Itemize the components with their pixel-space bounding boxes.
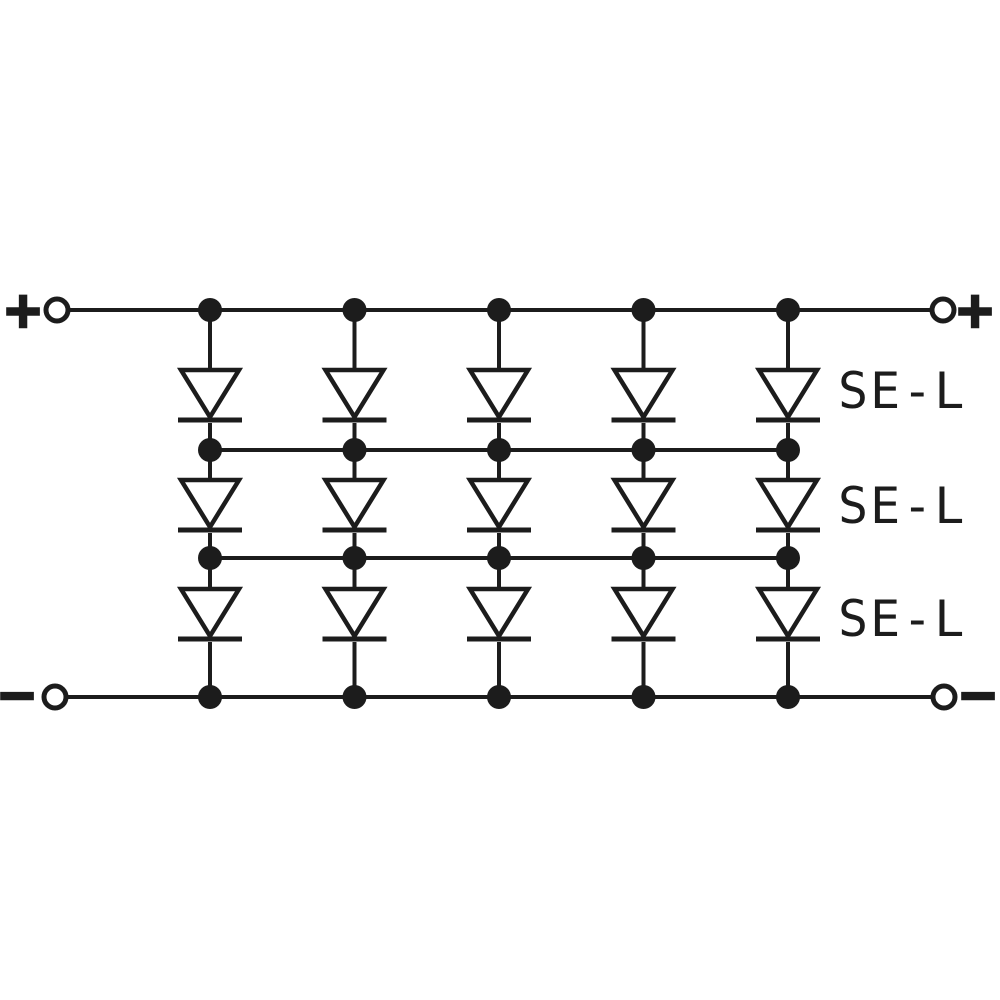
diode-r1-c3 [467,370,531,420]
diode-r3-c5 [756,589,820,639]
junction-dot-n1-c4 [631,298,656,322]
diode-r3-c4 [612,589,676,639]
terminal-node-top-right [929,296,957,324]
plus-sign-top-right: + [957,275,993,345]
diode-r3-c3 [467,589,531,639]
junction-dot-n3-c4 [631,546,656,570]
diode-r1-c5 [756,370,820,420]
row-labels-layer: SE-L SE-L SE-L [838,362,966,648]
junction-dot-n4-c3 [487,685,511,709]
plus-sign-top-left: + [5,275,41,345]
junction-dot-n2-c4 [631,438,656,462]
junction-dot-n1-c2 [342,298,367,322]
minus-sign-bottom-left: − [0,660,35,730]
row-label-2: SE-L [838,477,966,535]
junction-dot-n2-c1 [198,438,222,462]
diode-r3-c1 [178,589,242,639]
diode-r2-c4 [612,480,676,530]
diode-r2-c5 [756,480,820,530]
junction-dot-n2-c5 [776,438,800,462]
junction-dots-layer [198,298,800,709]
junction-dot-n3-c3 [487,546,511,570]
diode-r2-c1 [178,480,242,530]
junction-dot-n4-c4 [631,685,656,709]
diode-r1-c4 [612,370,676,420]
junction-dot-n2-c3 [487,438,511,462]
diode-r2-c3 [467,480,531,530]
junction-dot-n1-c1 [198,298,222,322]
row-label-3: SE-L [838,590,966,648]
terminals-layer: + + − − [0,274,997,731]
junction-dot-n3-c5 [776,546,800,570]
junction-dot-n2-c2 [342,438,367,462]
minus-sign-bottom-right: − [960,660,996,730]
junction-dot-n3-c2 [342,546,367,570]
terminal-node-top-left [43,296,71,324]
junction-dot-n3-c1 [198,546,222,570]
junction-dot-n1-c5 [776,298,800,322]
junction-dot-n4-c1 [198,685,222,709]
diode-r1-c2 [323,370,387,420]
junction-dot-n1-c3 [487,298,511,322]
terminal-node-bottom-left [41,683,69,711]
diode-r2-c2 [323,480,387,530]
diode-r1-c1 [178,370,242,420]
terminal-node-bottom-right [930,683,958,711]
row-label-1: SE-L [838,362,966,420]
junction-dot-n4-c2 [342,685,367,709]
diode-r3-c2 [323,589,387,639]
diodes-layer [178,370,820,639]
junction-dot-n4-c5 [776,685,800,709]
